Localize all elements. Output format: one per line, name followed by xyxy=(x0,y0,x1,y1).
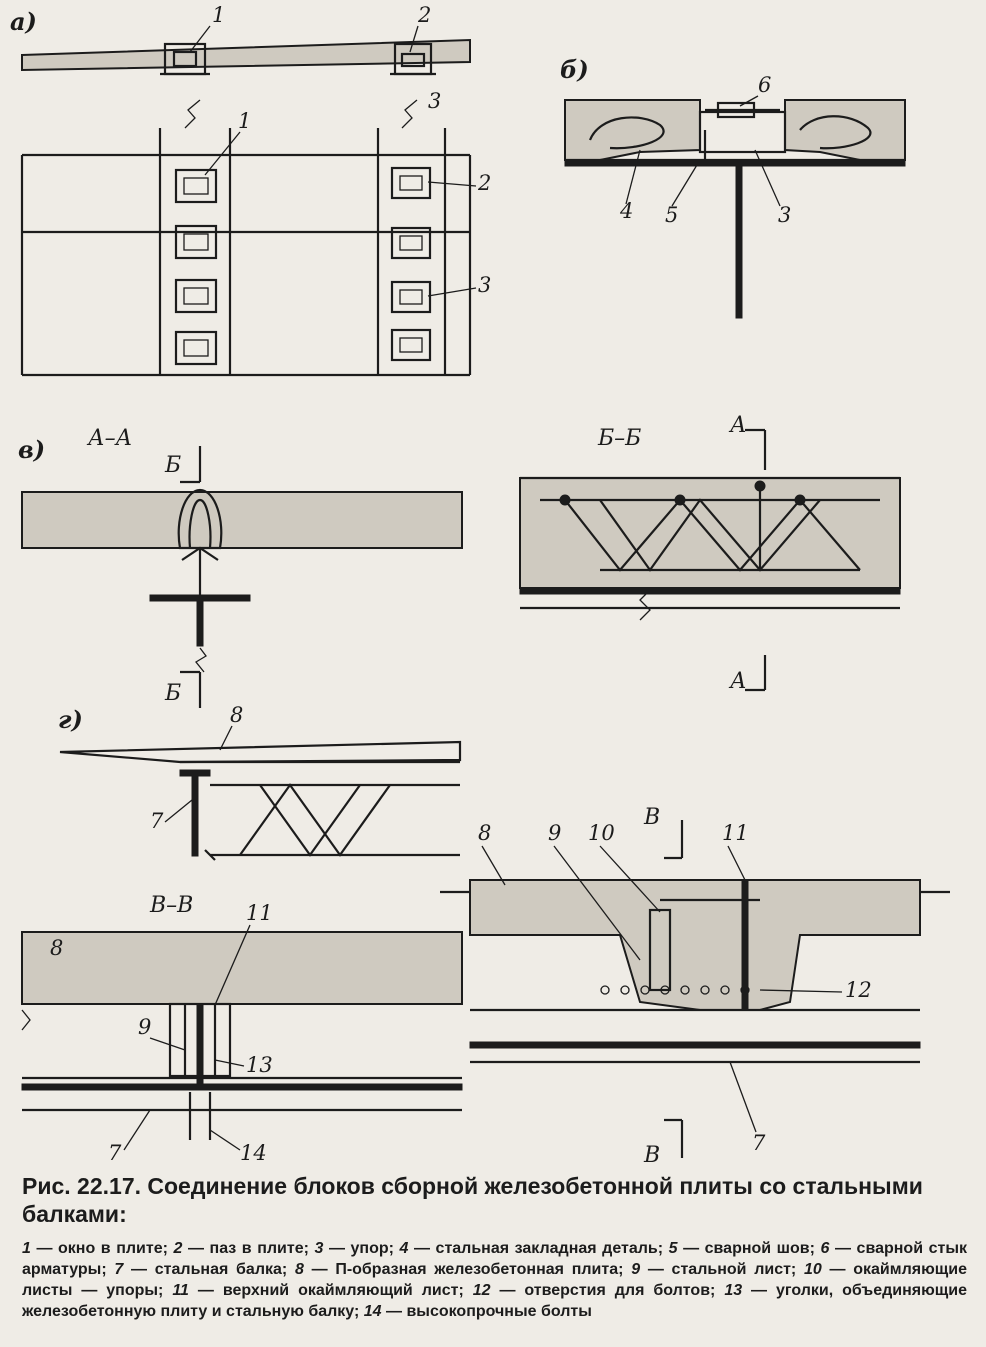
legend-item: 13 — уголки, объединяющие железобетонную… xyxy=(22,1282,967,1320)
section-mark-b-top: Б xyxy=(164,453,181,478)
legend-number: 6 xyxy=(820,1240,830,1257)
legend-item: 7 — стальная балка; xyxy=(114,1261,295,1278)
legend-number: 8 xyxy=(294,1261,304,1278)
legend-item: 3 — упор; xyxy=(314,1240,399,1257)
caption-title: Рис. 22.17. Соединение блоков сборной же… xyxy=(22,1173,923,1227)
legend-number: 1 xyxy=(22,1240,31,1257)
section-mark-v-top: В xyxy=(643,805,660,830)
legend-text: — стальная закладная деталь; xyxy=(408,1240,669,1257)
label-8-right: 8 xyxy=(478,821,491,845)
label-7-right: 7 xyxy=(752,1131,766,1155)
legend-number: 2 xyxy=(173,1240,183,1257)
label-3-plan-top: 3 xyxy=(428,89,441,113)
legend-text: — уголки, объединяющие железобетонную пл… xyxy=(22,1282,968,1320)
section-label-vv: В–В xyxy=(149,893,193,918)
section-mark-v-bottom: В xyxy=(643,1143,660,1168)
construction-drawing: а) 1 2 1 3 2 xyxy=(10,3,950,1168)
legend-number: 14 xyxy=(363,1303,382,1320)
panel-a-slab-section xyxy=(21,38,471,76)
label-2-top: 2 xyxy=(417,3,431,27)
section-label-bb: Б–Б xyxy=(597,426,641,451)
panel-label-v: в) xyxy=(18,435,45,464)
label-12: 12 xyxy=(845,978,872,1002)
legend-text: — паз в плите; xyxy=(182,1240,315,1257)
legend-text: — стальная балка; xyxy=(123,1261,295,1278)
label-8-g: 8 xyxy=(230,703,243,727)
panel-v-section-bb xyxy=(519,476,901,621)
legend-item: 8 — П-образная железобетонная плита; xyxy=(295,1261,631,1278)
legend-item: 2 — паз в плите; xyxy=(174,1240,315,1257)
legend-item: 12 — отверстия для болтов; xyxy=(473,1282,725,1299)
legend-text: — стальной лист; xyxy=(640,1261,804,1278)
legend-text: — отверстия для болтов; xyxy=(490,1282,725,1299)
legend-item: 4 — стальная закладная деталь; xyxy=(400,1240,669,1257)
legend-number: 9 xyxy=(631,1261,641,1278)
section-mark-a-bottom: А xyxy=(728,669,747,694)
label-13: 13 xyxy=(246,1053,273,1077)
legend-item: 5 — сварной шов; xyxy=(669,1240,821,1257)
label-7-vv: 7 xyxy=(108,1141,122,1165)
panel-g-elevation xyxy=(59,740,462,861)
bolt-holes xyxy=(600,985,750,995)
legend-text: — сварной стык арматуры; xyxy=(22,1240,967,1278)
figure-caption: Рис. 22.17. Соединение блоков сборной же… xyxy=(22,1172,967,1322)
legend-item: 1 — окно в плите; xyxy=(22,1240,174,1257)
legend-text: — упор; xyxy=(323,1240,400,1257)
legend-number: 3 xyxy=(314,1240,324,1257)
legend-number: 4 xyxy=(399,1240,409,1257)
legend-text: — верхний окаймляющий лист; xyxy=(188,1282,473,1299)
label-10: 10 xyxy=(588,821,615,845)
label-5: 5 xyxy=(665,203,678,227)
panel-label-g: г) xyxy=(58,705,83,734)
legend-number: 13 xyxy=(724,1282,743,1299)
legend-item: 11 — верхний окаймляющий лист; xyxy=(172,1282,472,1299)
legend-number: 7 xyxy=(114,1261,124,1278)
label-3-b: 3 xyxy=(778,203,791,227)
panel-label-a: а) xyxy=(10,7,37,36)
section-mark-a-top: А xyxy=(728,413,747,438)
legend-number: 10 xyxy=(803,1261,822,1278)
label-2-plan: 2 xyxy=(477,171,491,195)
legend-text: — сварной шов; xyxy=(677,1240,821,1257)
legend-text: — высокопрочные болты xyxy=(381,1303,592,1320)
label-14: 14 xyxy=(240,1141,267,1165)
label-6: 6 xyxy=(758,73,771,97)
legend-item: 10 — окаймляющие листы — упоры; xyxy=(22,1261,967,1299)
label-8-vv: 8 xyxy=(50,936,63,960)
panel-a-plan-view xyxy=(20,99,472,377)
caption-legend: 1 — окно в плите; 2 — паз в плите; 3 — у… xyxy=(22,1238,967,1322)
panel-b-joint-section xyxy=(564,99,906,319)
label-1-top: 1 xyxy=(212,3,225,27)
legend-number: 12 xyxy=(472,1282,491,1299)
label-7-g: 7 xyxy=(150,809,164,833)
panel-label-b: б) xyxy=(560,55,589,84)
section-mark-b-bottom: Б xyxy=(164,681,181,706)
section-label-aa: А–А xyxy=(86,426,132,451)
legend-item: 6 — сварной стык арматуры; xyxy=(22,1240,967,1278)
label-11-right: 11 xyxy=(722,821,749,845)
panel-v-section-aa xyxy=(21,488,463,673)
legend-item: 14 — высокопрочные болты xyxy=(364,1303,592,1320)
label-3-plan: 3 xyxy=(478,273,491,297)
label-11-vv: 11 xyxy=(246,901,273,925)
legend-number: 11 xyxy=(172,1282,189,1299)
legend-text: — П-образная железобетонная плита; xyxy=(303,1261,632,1278)
legend-item: 9 — стальной лист; xyxy=(631,1261,804,1278)
label-1-plan: 1 xyxy=(238,109,251,133)
label-9-vv: 9 xyxy=(138,1015,151,1039)
panel-vv-section xyxy=(21,931,463,1140)
legend-number: 5 xyxy=(668,1240,678,1257)
panel-g-cross-section xyxy=(440,879,950,1064)
label-4: 4 xyxy=(619,199,633,223)
label-9-right: 9 xyxy=(548,821,561,845)
legend-text: — окаймляющие листы — упоры; xyxy=(22,1261,967,1299)
legend-text: — окно в плите; xyxy=(30,1240,174,1257)
